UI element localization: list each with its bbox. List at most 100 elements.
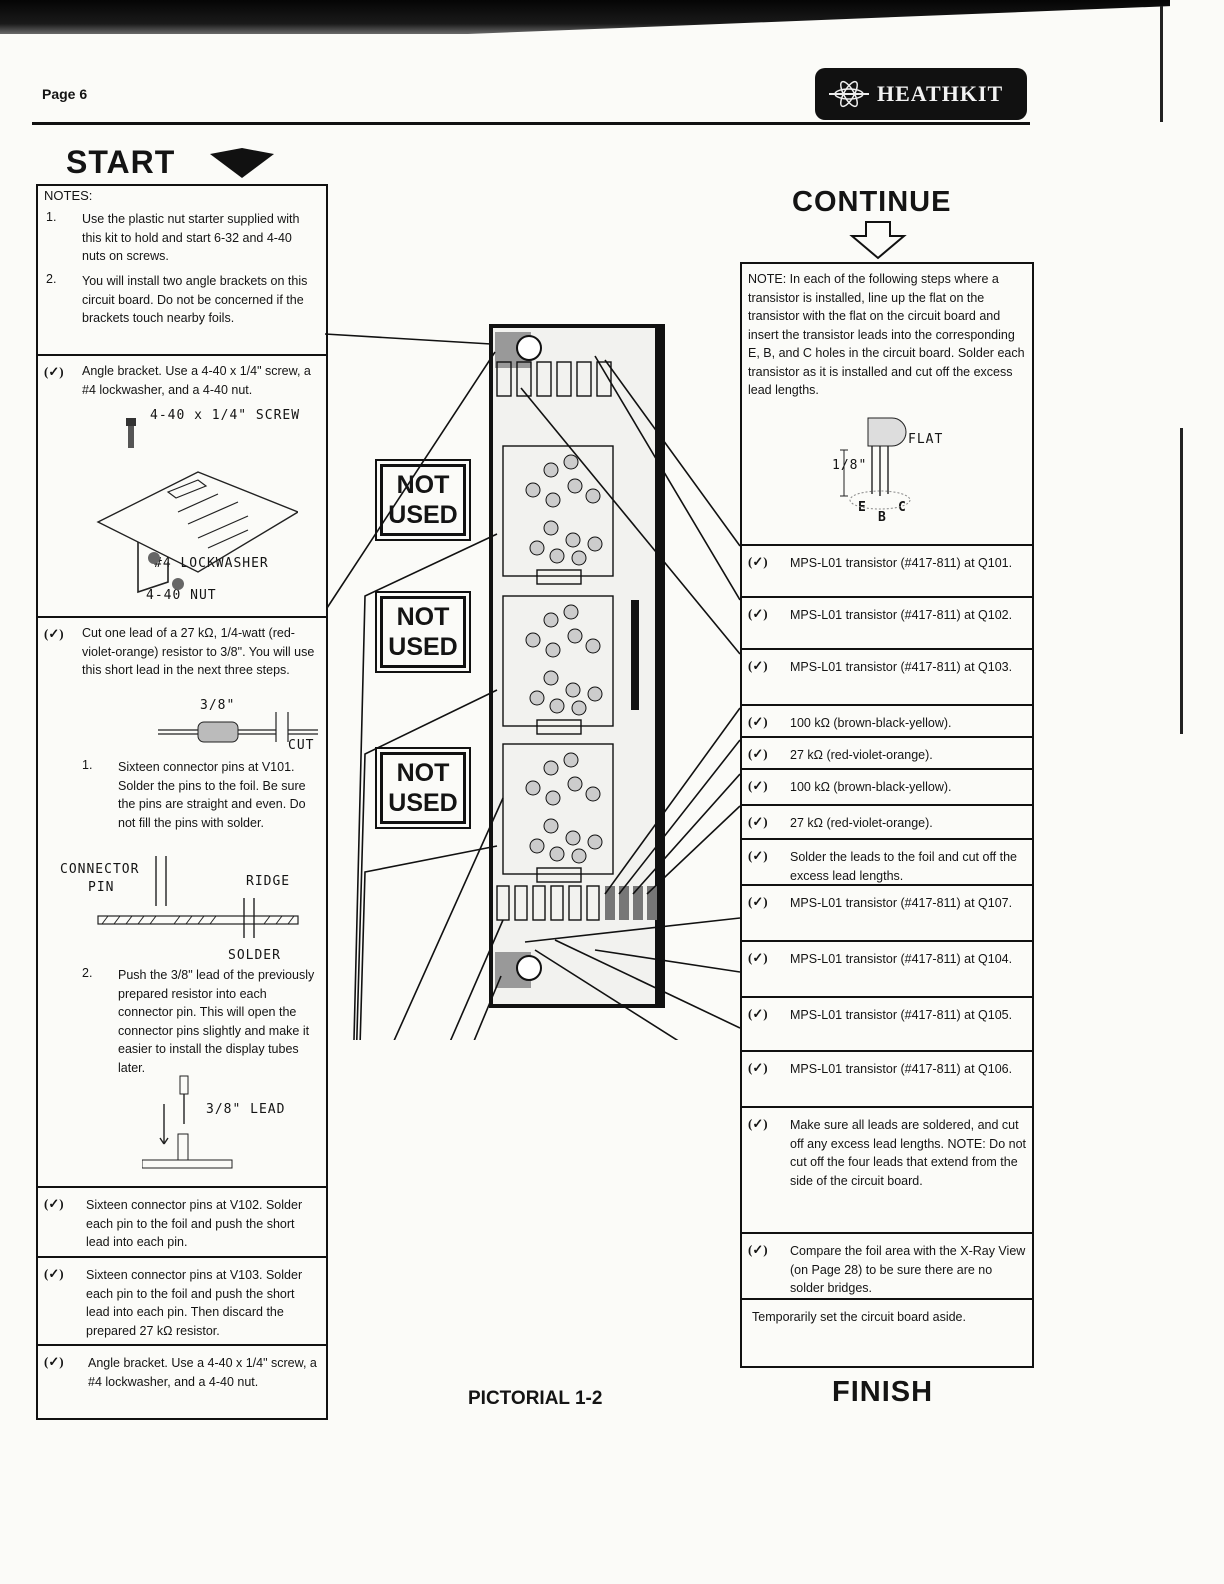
step-text: MPS-L01 transistor (#417-811) at Q106.: [790, 1062, 1013, 1076]
transistor-note-box: NOTE: In each of the following steps whe…: [742, 264, 1032, 546]
scan-edge-shadow: [0, 0, 1170, 34]
dimension-label: 3/8": [200, 698, 236, 713]
step-text: MPS-L01 transistor (#417-811) at Q104.: [790, 952, 1013, 966]
heathkit-logo: HEATHKIT: [815, 68, 1027, 120]
step-text: Solder the leads to the foil and cut off…: [790, 850, 1018, 883]
connector-label: CONNECTOR: [60, 862, 140, 877]
solder-label: SOLDER: [228, 948, 281, 963]
step-text: Angle bracket. Use a 4-40 x 1/4" screw, …: [88, 1356, 317, 1389]
checkbox-mark[interactable]: (✓): [748, 778, 768, 793]
note-text: You will install two angle brackets on t…: [82, 274, 308, 325]
header-rule: [32, 122, 1030, 125]
checkbox-mark[interactable]: (✓): [44, 364, 64, 379]
right-step: (✓)MPS-L01 transistor (#417-811) at Q103…: [742, 650, 1032, 706]
step-text: 27 kΩ (red-violet-orange).: [790, 748, 933, 762]
checkbox-mark[interactable]: (✓): [748, 1116, 768, 1131]
step-text: MPS-L01 transistor (#417-811) at Q107.: [790, 896, 1013, 910]
checkbox-mark[interactable]: (✓): [748, 746, 768, 761]
right-step: (✓) MPS-L01 transistor (#417-811) at Q106…: [742, 1052, 1032, 1108]
start-heading: START: [66, 144, 176, 180]
right-step: (✓)Make sure all leads are soldered, and…: [742, 1108, 1032, 1234]
pin-label: PIN: [88, 880, 115, 895]
emitter-label: E: [858, 500, 867, 515]
step-text: 100 kΩ (brown-black-yellow).: [790, 716, 952, 730]
base-label: B: [878, 510, 887, 525]
right-step: (✓) 27 kΩ (red-violet-orange).: [742, 806, 1032, 840]
substep-text: Push the 3/8" lead of the previously pre…: [118, 968, 315, 1075]
flat-label: FLAT: [908, 432, 944, 447]
step-text: Compare the foil area with the X-Ray Vie…: [790, 1244, 1026, 1295]
checkbox-mark[interactable]: (✓): [748, 714, 768, 729]
start-arrow-icon: [210, 148, 274, 178]
checkbox-mark[interactable]: (✓): [748, 814, 768, 829]
checkbox-mark[interactable]: (✓): [748, 1060, 768, 1075]
step-text: Cut one lead of a 27 kΩ, 1/4-watt (red-v…: [82, 626, 315, 677]
step-text: Sixteen connector pins at V102. Solder e…: [86, 1198, 303, 1249]
checkbox-mark[interactable]: (✓): [44, 626, 64, 641]
right-step: (✓) MPS-L01 transistor (#417-811) at Q107…: [742, 886, 1032, 942]
continue-arrow-icon: [849, 221, 907, 260]
finish-heading: FINISH: [832, 1376, 934, 1408]
step-text: MPS-L01 transistor (#417-811) at Q101.: [790, 556, 1013, 570]
step-v103-pins: (✓) Sixteen connector pins at V103. Sold…: [38, 1258, 326, 1346]
right-step: (✓) MPS-L01 transistor (#417-811) at Q102…: [742, 598, 1032, 650]
substep-text: Sixteen connector pins at V101. Solder t…: [118, 760, 306, 830]
ridge-label: RIDGE: [246, 874, 291, 889]
right-step: (✓) 27 kΩ (red-violet-orange).: [742, 738, 1032, 770]
lead-insert-illustration: [142, 1075, 233, 1169]
step-text: Angle bracket. Use a 4-40 x 1/4" screw, …: [82, 364, 311, 397]
checkbox-mark[interactable]: (✓): [748, 1242, 768, 1257]
resistor-cut-icon: [158, 712, 318, 743]
right-instructions-column: NOTE: In each of the following steps whe…: [740, 262, 1034, 1368]
right-step: (✓) Compare the foil area with the X-Ray …: [742, 1234, 1032, 1300]
connector-pin-illustration: [97, 856, 299, 938]
pictorial-caption: PICTORIAL 1-2: [468, 1388, 603, 1409]
height-label: 1/8": [832, 458, 868, 473]
transistor-illustration: [840, 417, 911, 510]
step-cut-resistor-lead: (✓) Cut one lead of a 27 kΩ, 1/4-watt (r…: [38, 618, 326, 1188]
notes-box: NOTES: 1. Use the plastic nut starter su…: [38, 186, 326, 356]
note-text: Use the plastic nut starter supplied wit…: [82, 212, 300, 263]
step-text: MPS-L01 transistor (#417-811) at Q102.: [790, 608, 1013, 622]
bracket-illustration: [96, 418, 298, 594]
checkbox-mark[interactable]: (✓): [748, 950, 768, 965]
brand-name: HEATHKIT: [877, 81, 1004, 106]
checkbox-mark[interactable]: (✓): [748, 606, 768, 621]
checkbox-mark[interactable]: (✓): [44, 1266, 64, 1281]
checkbox-mark[interactable]: (✓): [748, 894, 768, 909]
left-instructions-column: NOTES: 1. Use the plastic nut starter su…: [36, 184, 328, 1420]
step-angle-bracket-1: (✓) Angle bracket. Use a 4-40 x 1/4" scr…: [38, 356, 326, 618]
note-number: 2.: [46, 272, 57, 286]
atom-logo-icon: [829, 80, 869, 108]
note-number: 1.: [46, 210, 57, 224]
collector-label: C: [898, 500, 907, 515]
right-step: (✓) MPS-L01 transistor (#417-811) at Q101…: [742, 546, 1032, 598]
note-text: NOTE: In each of the following steps whe…: [748, 272, 1025, 397]
page-number: Page 6: [42, 86, 88, 102]
notes-title: NOTES:: [44, 188, 93, 203]
right-step: Temporarily set the circuit board aside.: [742, 1300, 1032, 1334]
circuit-board-pictorial: [325, 324, 740, 1040]
nut-label: 4-40 NUT: [146, 588, 217, 603]
page-edge-mark: [1180, 428, 1183, 734]
right-step: (✓) Solder the leads to the foil and cut …: [742, 840, 1032, 886]
step-text: Temporarily set the circuit board aside.: [752, 1310, 966, 1324]
step-text: 27 kΩ (red-violet-orange).: [790, 816, 933, 830]
step-angle-bracket-2: (✓) Angle bracket. Use a 4-40 x 1/4" scr…: [38, 1346, 326, 1418]
continue-heading: CONTINUE: [792, 186, 952, 218]
step-text: 100 kΩ (brown-black-yellow).: [790, 780, 952, 794]
checkbox-mark[interactable]: (✓): [44, 1196, 64, 1211]
substep-number: 1.: [82, 758, 93, 772]
lead-label: 3/8" LEAD: [206, 1102, 286, 1117]
substep-number: 2.: [82, 966, 93, 980]
checkbox-mark[interactable]: (✓): [44, 1354, 64, 1369]
step-text: MPS-L01 transistor (#417-811) at Q105.: [790, 1008, 1013, 1022]
step-text: Sixteen connector pins at V103. Solder e…: [86, 1268, 303, 1338]
checkbox-mark[interactable]: (✓): [748, 554, 768, 569]
checkbox-mark[interactable]: (✓): [748, 848, 768, 863]
checkbox-mark[interactable]: (✓): [748, 1006, 768, 1021]
checkbox-mark[interactable]: (✓): [748, 658, 768, 673]
